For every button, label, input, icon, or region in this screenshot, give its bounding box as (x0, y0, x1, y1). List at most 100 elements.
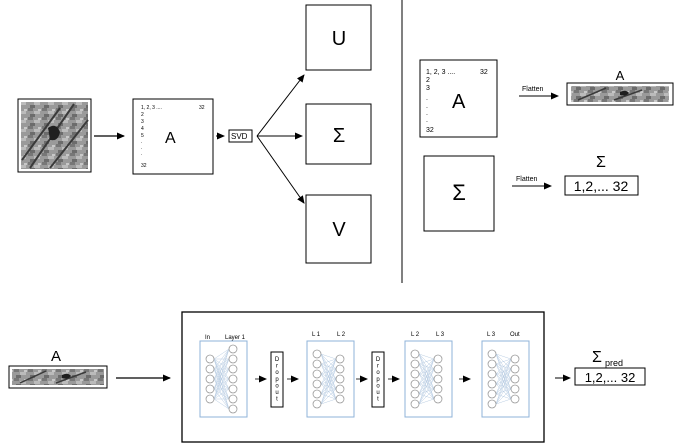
network-input-label: A (51, 348, 61, 365)
neuron (228, 354, 238, 364)
connection (418, 378, 435, 405)
row-index: . (426, 117, 428, 124)
flatten-panel: 1, 2, 3 .... 32 23....32 A Flatten A Σ F… (419, 59, 674, 232)
neuron (312, 399, 322, 409)
matrix-sigma-flatten: Σ (423, 155, 495, 232)
connection (320, 388, 337, 405)
neuron (335, 374, 345, 384)
connection (418, 358, 435, 385)
neuron (312, 389, 322, 399)
matrix-header-end: 32 (480, 69, 488, 76)
neuron (312, 379, 322, 389)
connection (320, 378, 337, 405)
sigma-pred-vector: 1,2,... 32 (574, 367, 646, 386)
dropout-letter: p (275, 377, 279, 383)
layer-block-2 (306, 340, 355, 418)
connection (213, 368, 230, 400)
dropout-letter: r (276, 364, 278, 370)
neuron (510, 394, 520, 404)
connection (495, 358, 512, 375)
connection (418, 388, 435, 405)
flatten-label-sigma: Flatten (516, 176, 538, 183)
connection (418, 398, 435, 405)
connection (213, 348, 230, 360)
neuron (410, 369, 420, 379)
flattened-sigma-vector: 1,2,... 32 (564, 175, 639, 196)
neuron (205, 374, 215, 384)
svd-label: SVD (228, 129, 253, 143)
neuron (335, 364, 345, 374)
connection (320, 358, 337, 375)
neuron (205, 364, 215, 374)
connection (213, 348, 230, 400)
neuron (410, 349, 420, 359)
connection (320, 358, 337, 365)
matrix-v: V (305, 194, 372, 264)
neuron (335, 384, 345, 394)
neuron (510, 354, 520, 364)
svg-text:U: U (332, 28, 346, 50)
dropout-letter: o (275, 383, 279, 389)
connection (213, 358, 230, 400)
layer-label-l2b: L 2 (411, 332, 420, 338)
network-input-strip (8, 365, 108, 389)
connection (495, 358, 512, 385)
connection (213, 348, 230, 370)
dropout-letter: o (376, 370, 380, 376)
neuron (228, 364, 238, 374)
connection (418, 358, 435, 365)
matrix-header: 1, 2, 3 .... (141, 105, 162, 111)
arrow-to-v (256, 135, 305, 204)
network-panel: A In Layer 1 L 1 L 2 L 2 L 3 L 3 Out Dro… (8, 311, 646, 443)
row-index: 32 (141, 163, 147, 169)
connection (418, 368, 435, 405)
svg-text:pred: pred (605, 358, 623, 368)
connection (320, 353, 337, 360)
dropout-letter: t (377, 397, 379, 403)
row-index: 5 (141, 133, 144, 139)
neuron (335, 394, 345, 404)
connection (495, 388, 512, 405)
matrix-symbol: A (452, 91, 466, 113)
svg-text:Σ: Σ (592, 349, 602, 366)
layer-label-l2: L 2 (337, 332, 346, 338)
dropout-letter: r (377, 364, 379, 370)
neuron (433, 374, 443, 384)
neuron (487, 369, 497, 379)
layer-label-layer1: Layer 1 (225, 335, 246, 341)
neuron (510, 374, 520, 384)
dropout-letter: D (275, 357, 280, 363)
flatten-label-a: Flatten (522, 86, 544, 93)
neuron (410, 399, 420, 409)
dropout-letter: D (376, 357, 381, 363)
row-index: . (141, 139, 142, 145)
svg-text:V: V (332, 219, 346, 241)
row-index: 4 (141, 126, 144, 132)
row-index: 2 (426, 77, 430, 84)
layer-label-l1: L 1 (312, 332, 321, 338)
dropout-letter: p (376, 377, 380, 383)
svg-text:Σ: Σ (333, 125, 345, 147)
neuron (205, 384, 215, 394)
connection (320, 358, 337, 385)
matrix-u: U (305, 4, 372, 71)
connection (495, 378, 512, 405)
neuron (335, 354, 345, 364)
svg-text:Σ: Σ (452, 180, 466, 205)
neuron (410, 379, 420, 389)
neuron (487, 349, 497, 359)
sigma-pred-label: Σ pred (592, 349, 623, 368)
dropout-letter: u (275, 390, 278, 396)
connection (213, 398, 230, 410)
matrix-row-indices: 23....32 (426, 77, 434, 134)
network-layers (199, 340, 530, 418)
neuron (487, 389, 497, 399)
connection (320, 358, 337, 395)
dropout-letter: u (376, 390, 379, 396)
neuron (205, 354, 215, 364)
connection (495, 353, 512, 360)
svg-text:1,2,... 32: 1,2,... 32 (574, 178, 629, 194)
